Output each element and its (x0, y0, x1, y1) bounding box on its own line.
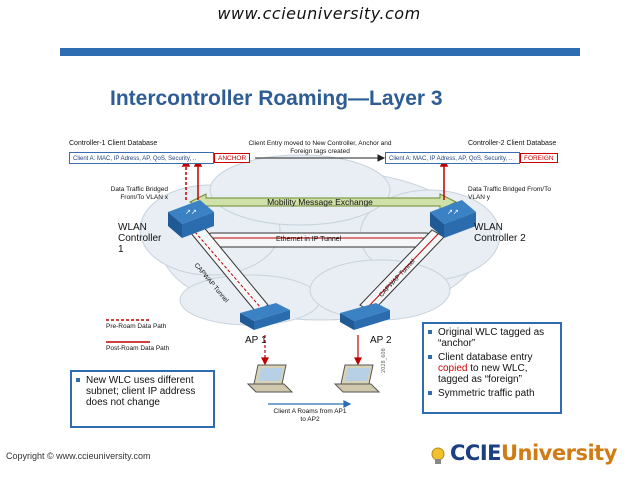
right-callout-item-1: Original WLC tagged as “anchor” (426, 327, 556, 349)
ap2-label: AP 2 (370, 335, 392, 346)
copied-highlight: copied (438, 363, 468, 374)
left-callout: New WLC uses different subnet; client IP… (70, 370, 215, 428)
bullet-icon (76, 378, 80, 382)
bullet-icon (428, 391, 432, 395)
right-callout-item-3: Symmetric traffic path (426, 388, 556, 399)
right-callout-item-2: Client database entry copied to new WLC,… (426, 352, 556, 385)
db2-title: Controller-2 Client Database (468, 140, 557, 147)
bullet-icon (428, 355, 432, 359)
roam-arrow (268, 400, 352, 408)
mobility-label: Mobility Message Exchange (267, 197, 373, 207)
wlc2-label: WLAN Controller 2 (474, 222, 526, 244)
db1-anchor-tag: ANCHOR (214, 153, 251, 163)
wlc2-device: ↗↗ (430, 200, 476, 238)
db1-client-label: Client A: (73, 156, 96, 162)
db2-record: Client A: MAC, IP Adress, AP, QoS, Secur… (385, 152, 520, 164)
bridged-left: Data Traffic Bridged From/To VLAN x (110, 186, 168, 201)
bulb-icon (430, 446, 446, 471)
client-entry-note: Client Entry moved to New Controller, An… (248, 140, 392, 155)
legend-post: Post-Roam Data Path (106, 345, 170, 352)
header-rule (60, 48, 580, 56)
db2-fields: MAC, IP Adress, AP, QoS, Security, .. (413, 156, 513, 162)
laptop-right (333, 364, 381, 393)
wlc1-label: WLAN Controller 1 (118, 222, 162, 255)
svg-text:↗↗: ↗↗ (447, 208, 459, 216)
roam-note: Client A Roams from AP1 to AP2 (273, 408, 347, 423)
svg-text:↗↗: ↗↗ (185, 208, 197, 216)
bridged-right: Data Traffic Bridged From/To VLAN y (468, 186, 551, 201)
svg-text:2028_608: 2028_608 (381, 348, 387, 373)
ap1-label: AP 1 (245, 335, 267, 346)
slide-title: Intercontroller Roaming—Layer 3 (110, 87, 443, 110)
db2-foreign-tag: FOREIGN (520, 153, 558, 163)
db2-client-label: Client A: (389, 156, 412, 162)
right-callout: Original WLC tagged as “anchor” Client d… (422, 322, 562, 414)
wlc1-device: ↗↗ (168, 200, 214, 238)
client-entry-arrow (255, 154, 386, 162)
ap-laptop-paths (261, 335, 362, 366)
laptop-left (246, 364, 294, 393)
footer-copyright: Copyright © www.ccieuniversity.com (6, 451, 151, 461)
left-callout-item: New WLC uses different subnet; client IP… (74, 375, 209, 408)
db1-record: Client A: MAC, IP Adress, AP, QoS, Secur… (69, 152, 214, 164)
legend-lines (106, 319, 150, 343)
ap1-device (240, 303, 290, 330)
db1-title: Controller-1 Client Database (69, 140, 158, 147)
header-url: www.ccieuniversity.com (217, 4, 421, 23)
brand-logo: CCIEUniversity (450, 441, 617, 465)
db1-fields: MAC, IP Adress, AP, QoS, Security, .. (97, 156, 197, 162)
bullet-icon (428, 330, 432, 334)
ethernet-tunnel-label: Ethernet in IP Tunnel (276, 236, 342, 243)
ap2-device (340, 303, 390, 330)
legend-pre: Pre-Roam Data Path (106, 323, 167, 330)
